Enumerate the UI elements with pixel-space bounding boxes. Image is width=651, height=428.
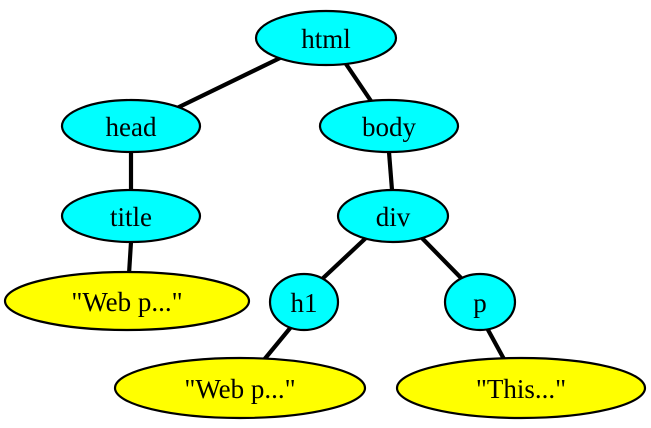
tree-node-head[interactable]: head [60,98,202,154]
node-shape-text3[interactable] [395,356,647,420]
node-shape-title[interactable] [60,188,202,244]
tree-edge-div-to-p [418,234,466,283]
tree-edge-html-to-body [344,62,373,103]
node-shape-div[interactable] [336,188,450,244]
tree-edge-p-to-text3 [485,326,507,363]
tree-node-div[interactable]: div [336,188,450,244]
tree-node-text3[interactable]: "This..." [395,356,647,420]
node-shape-p[interactable] [443,272,517,332]
tree-edge-title-to-text1 [126,241,134,275]
tree-edge-div-to-h1 [318,234,370,283]
node-shape-h1[interactable] [268,272,340,332]
tree-node-text1[interactable]: "Web p..." [3,270,251,332]
tree-edge-body-to-div [386,151,395,191]
tree-node-title[interactable]: title [60,188,202,244]
nodes-layer: html head body title div "Web p..." h1 p "Web p.… [3,9,647,420]
node-shape-html[interactable] [254,9,398,67]
edges-layer [126,56,507,363]
node-shape-text1[interactable] [3,270,251,332]
node-shape-body[interactable] [318,98,460,154]
tree-node-text2[interactable]: "Web p..." [113,356,367,420]
tree-edge-html-to-head [176,56,281,110]
tree-node-html[interactable]: html [254,9,398,67]
tree-node-p[interactable]: p [443,272,517,332]
tree-edge-h1-to-text2 [261,325,293,363]
tree-node-h1[interactable]: h1 [268,272,340,332]
node-shape-text2[interactable] [113,356,367,420]
node-shape-head[interactable] [60,98,202,154]
tree-node-body[interactable]: body [318,98,460,154]
